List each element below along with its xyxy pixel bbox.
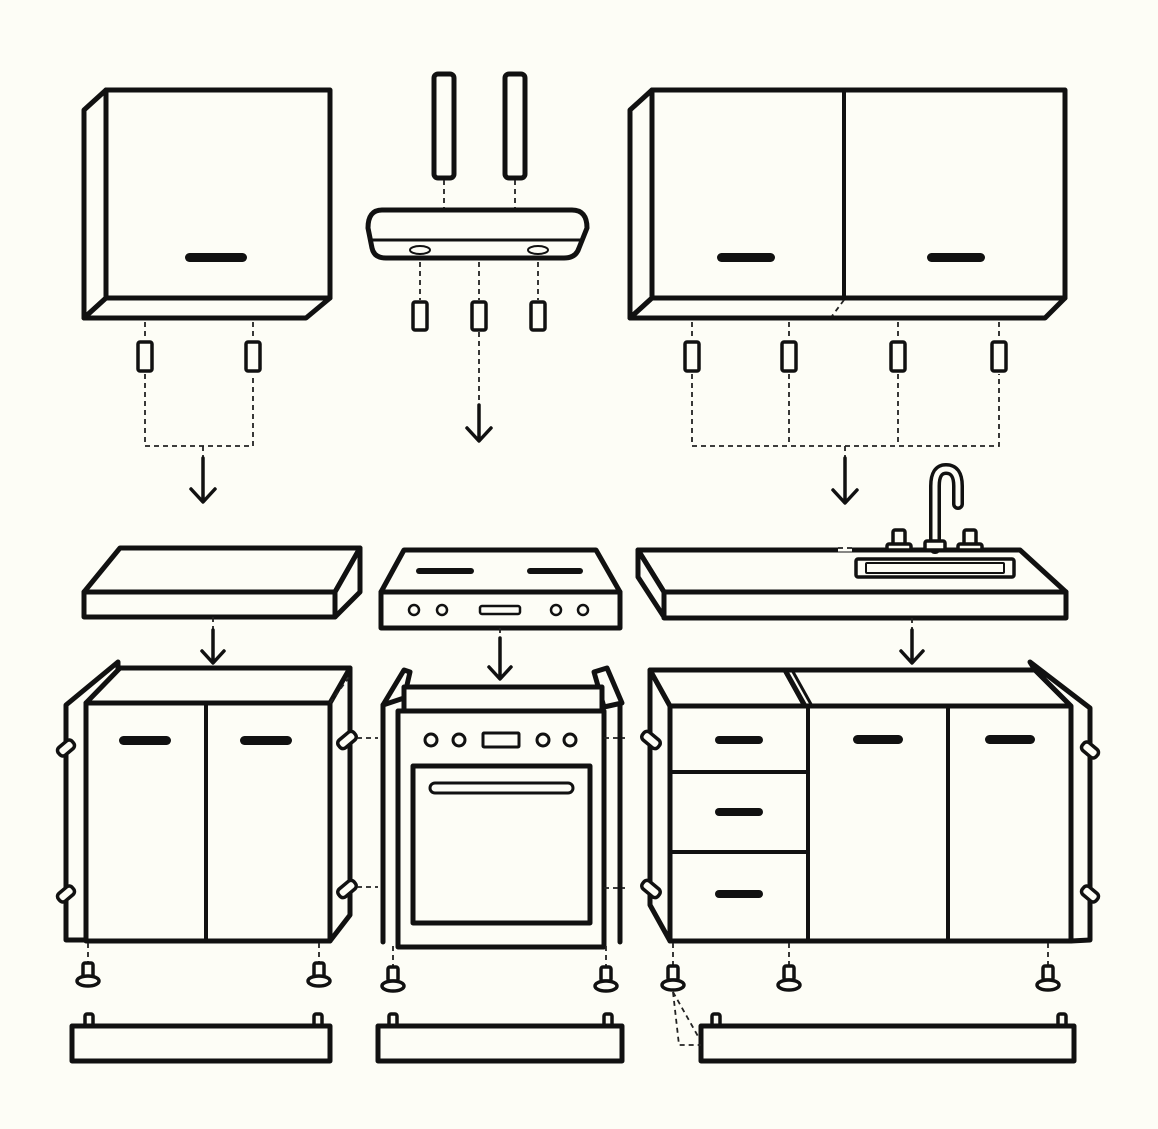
adjustable-foot [75, 943, 1061, 993]
left-wall-cabinet [81, 87, 333, 321]
oven [380, 665, 625, 950]
toe-kick-plinth [69, 1012, 333, 1064]
hood-mounting-dowels [411, 300, 547, 332]
drawer-handle [715, 808, 763, 816]
double-door-base-cabinet [63, 659, 353, 944]
sink-basin [854, 557, 1016, 579]
double-wall-cabinet [627, 87, 1068, 321]
down-arrow-icon [831, 456, 859, 505]
cabinet-handle [185, 253, 247, 262]
toe-kick-plinth [375, 1012, 625, 1064]
down-arrow-icon [487, 636, 513, 681]
drawer-sink-base-cabinet [647, 659, 1093, 944]
left-countertop [81, 545, 363, 620]
wooden-dowel [55, 729, 358, 904]
sink-countertop [635, 544, 1069, 621]
wooden-dowel [683, 340, 1008, 373]
cabinet-handle [717, 253, 775, 262]
hood-chimney-duct [431, 71, 528, 181]
cabinet-handle [853, 735, 903, 744]
cabinet-handle [240, 736, 292, 745]
faucet [885, 462, 984, 554]
range-hood [365, 207, 590, 261]
cabinet-handle [119, 736, 171, 745]
wooden-dowel [640, 729, 1101, 904]
down-arrow-icon [189, 456, 217, 504]
drawer-handle [715, 736, 763, 744]
down-arrow-icon [200, 628, 226, 665]
drawer-handle [715, 890, 763, 898]
down-arrow-icon [465, 403, 493, 443]
wooden-dowel [136, 340, 262, 373]
cabinet-handle [927, 253, 985, 262]
cabinet-handle [985, 735, 1035, 744]
down-arrow-icon [899, 628, 925, 665]
cooktop [378, 547, 623, 631]
toe-kick-plinth [672, 991, 1077, 1064]
